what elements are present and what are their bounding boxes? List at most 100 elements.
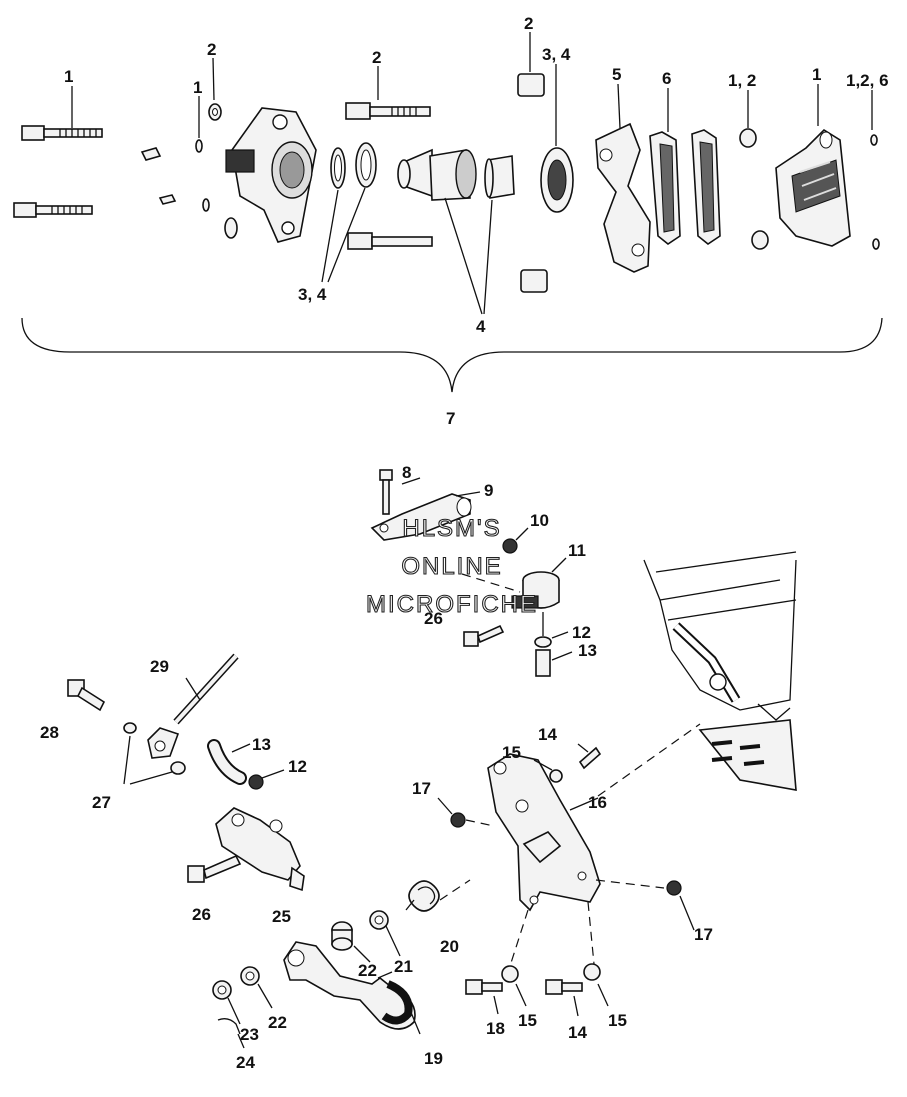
reservoir-11 <box>511 571 560 609</box>
mounting-bolt-8 <box>379 469 393 515</box>
callout-7: 7 <box>446 409 455 428</box>
callout-21: 21 <box>394 957 413 976</box>
caliper-assembly <box>13 32 883 393</box>
hose-13 <box>535 649 551 677</box>
cotter-pin-24 <box>217 1018 241 1035</box>
callout-2: 2 <box>207 40 216 59</box>
brake-rod-29 <box>147 653 239 759</box>
guide-pin-lower <box>347 232 433 250</box>
callout-6: 6 <box>662 69 671 88</box>
callout-8: 8 <box>402 463 411 482</box>
callout-10: 10 <box>530 511 549 530</box>
callout-29: 29 <box>150 657 169 676</box>
washer-27b <box>170 761 186 775</box>
nut-17-right <box>666 880 682 896</box>
callout-24: 24 <box>236 1053 255 1072</box>
callout-1: 1 <box>812 65 821 84</box>
washer-lower <box>224 217 238 239</box>
callout-17: 17 <box>412 779 431 798</box>
hose-clamp-12 <box>534 636 552 648</box>
guide-pin-upper <box>345 102 431 120</box>
callout-14: 14 <box>538 725 557 744</box>
washer-27a <box>123 722 137 734</box>
piston-small <box>484 155 515 199</box>
return-spring-20 <box>405 880 440 912</box>
callout-23: 23 <box>240 1025 259 1044</box>
piston-boot <box>540 147 574 213</box>
master-cylinder-25 <box>215 807 305 892</box>
pedal-assembly <box>67 469 797 1049</box>
assembly-brace <box>21 317 883 393</box>
bolt-14-lower <box>545 979 583 995</box>
nut-17-left <box>450 812 466 828</box>
sleeve-lower <box>751 230 769 250</box>
bolt-26-lower <box>187 854 242 883</box>
callout-19: 19 <box>424 1049 443 1068</box>
callout-1: 1 <box>193 78 202 97</box>
o-ring-small-2 <box>202 198 210 212</box>
bolt-28 <box>67 679 106 712</box>
callout-3-4: 3, 4 <box>542 45 571 64</box>
brake-pad-outer <box>691 129 721 245</box>
nut-10 <box>502 538 518 554</box>
caliper-bolt-lower <box>13 202 93 218</box>
callout-18: 18 <box>486 1019 505 1038</box>
caliper-housing <box>225 107 317 243</box>
plug-upper <box>870 134 878 146</box>
callout-14: 14 <box>568 1023 587 1042</box>
watermark-line-1: HLSM'S <box>402 515 501 542</box>
callout-2: 2 <box>372 48 381 67</box>
callout-9: 9 <box>484 481 493 500</box>
callout-25: 25 <box>272 907 291 926</box>
bolt-26-upper <box>463 624 505 647</box>
callout-22: 22 <box>268 1013 287 1032</box>
caliper-outer-half <box>775 128 851 247</box>
callout-26: 26 <box>192 905 211 924</box>
callout-1-2-6: 1,2, 6 <box>846 71 889 90</box>
bolt-18 <box>465 979 503 995</box>
callouts: 1 2 1 2 2 3, 4 5 6 1, 2 1 1,2, 6 3, 4 4 … <box>40 14 889 1072</box>
callout-4: 4 <box>476 317 486 336</box>
callout-15: 15 <box>608 1011 627 1030</box>
callout-5: 5 <box>612 65 621 84</box>
bleeder-fitting <box>140 147 162 161</box>
watermark-line-3: MICROFICHE <box>366 591 538 618</box>
callout-13: 13 <box>252 735 271 754</box>
watermark: HLSM'S ONLINE MICROFICHE <box>365 514 538 618</box>
callout-20: 20 <box>440 937 459 956</box>
pedal-plate-16 <box>487 753 601 912</box>
brake-pedal-19 <box>283 941 416 1030</box>
bracket-9 <box>370 493 472 541</box>
o-ring-small <box>195 139 203 153</box>
callout-16: 16 <box>588 793 607 812</box>
bushing-upper <box>517 73 545 97</box>
piston-large <box>397 148 477 201</box>
caliper-bracket <box>595 122 651 273</box>
callout-28: 28 <box>40 723 59 742</box>
clamp-12-lower <box>248 774 264 790</box>
callout-1-2: 1, 2 <box>728 71 756 90</box>
hose-13-lower <box>207 739 247 785</box>
watermark-line-2: ONLINE <box>401 553 502 580</box>
callout-12: 12 <box>572 623 591 642</box>
callout-15: 15 <box>518 1011 537 1030</box>
bushing-lower <box>520 269 548 293</box>
bleeder-fitting-small <box>158 194 177 205</box>
vehicle-frame <box>643 551 797 791</box>
washer-15-lower-b <box>583 963 601 981</box>
plug-lower <box>872 238 880 250</box>
callout-22: 22 <box>358 961 377 980</box>
bolt-14-upper <box>578 746 602 770</box>
callout-3-4: 3, 4 <box>298 285 327 304</box>
callout-15: 15 <box>502 743 521 762</box>
callout-27: 27 <box>92 793 111 812</box>
callout-2: 2 <box>524 14 533 33</box>
callout-11: 11 <box>568 541 586 560</box>
callout-17: 17 <box>694 925 713 944</box>
caliper-bolt-upper <box>21 125 103 141</box>
callout-1: 1 <box>64 67 73 86</box>
sleeve-upper <box>739 128 757 148</box>
bushing-22-upper <box>331 921 353 951</box>
